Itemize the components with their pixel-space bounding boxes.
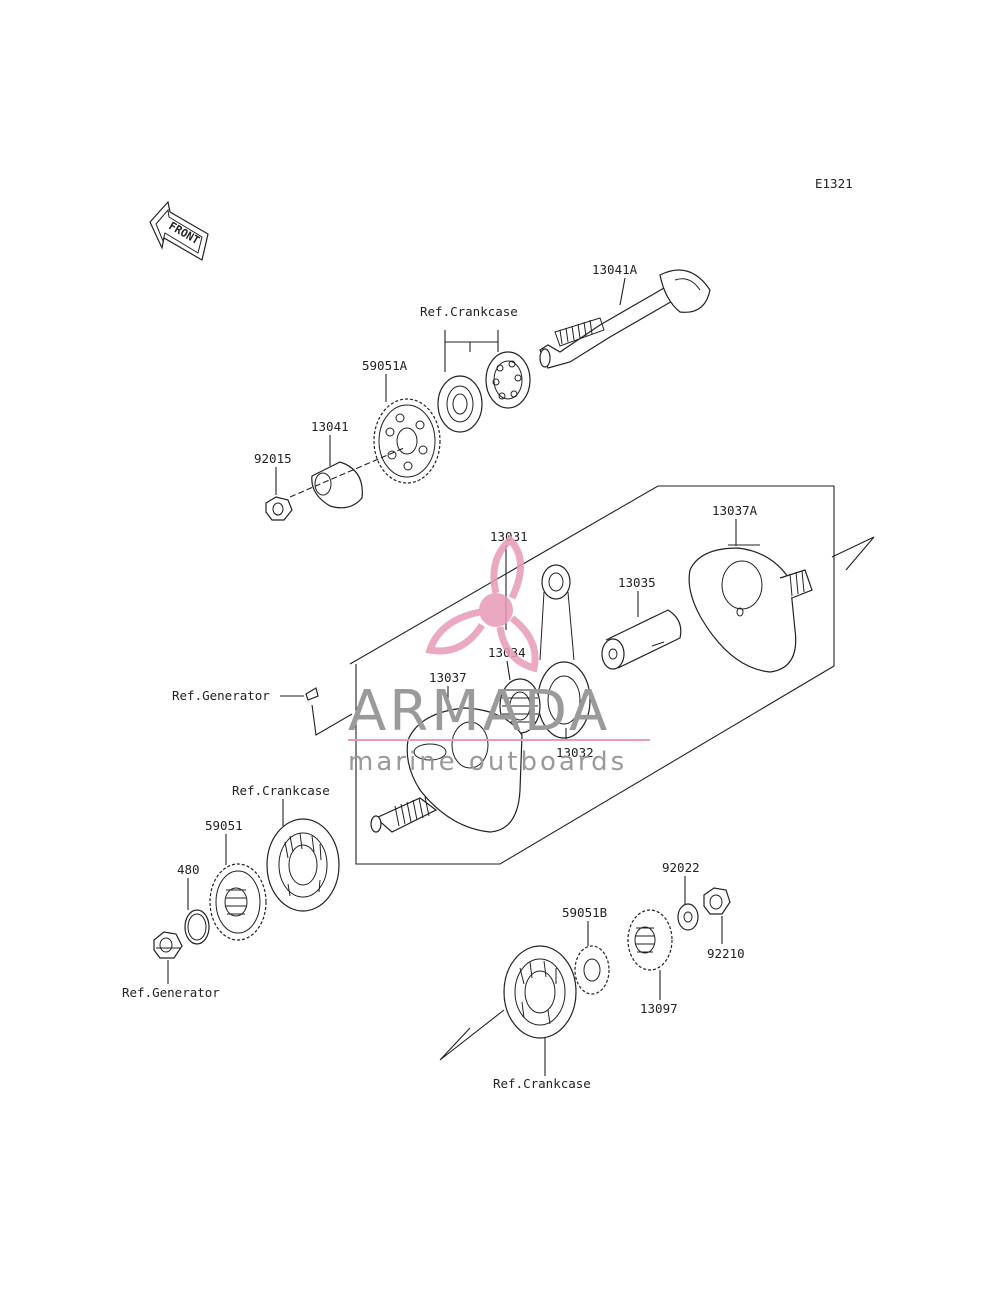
crank-pin-13035: [601, 609, 682, 670]
diagram-code: E1321: [815, 176, 853, 191]
connecting-rod-13031: [537, 564, 591, 739]
washer-92022: [677, 903, 699, 931]
gear-59051: [209, 863, 267, 941]
gear-59051B: [574, 945, 610, 995]
watermark-brand: ARMADA: [348, 679, 610, 744]
label-13037A: 13037A: [712, 503, 758, 518]
woodruff-key: [305, 687, 319, 701]
shaft-13041A: [539, 269, 711, 369]
label-13035: 13035: [618, 575, 656, 590]
watermark-tagline: marine outboards: [348, 747, 627, 777]
counterweight-13041: [311, 461, 363, 509]
front-arrow-icon: FRONT: [149, 200, 209, 261]
label-ref-generator-bottom: Ref.Generator: [122, 985, 220, 1000]
gear-59051A: [373, 398, 441, 484]
bearing-bottom: [503, 945, 577, 1039]
label-ref-crankcase-bottom: Ref.Crankcase: [493, 1076, 591, 1091]
label-92022: 92022: [662, 860, 700, 875]
label-59051B: 59051B: [562, 905, 607, 920]
label-92210: 92210: [707, 946, 745, 961]
label-59051A: 59051A: [362, 358, 408, 373]
label-13041A: 13041A: [592, 262, 638, 277]
label-59051: 59051: [205, 818, 243, 833]
label-ref-crankcase-top: Ref.Crankcase: [420, 304, 518, 319]
bearing-top-left: [437, 375, 483, 433]
label-13041: 13041: [311, 419, 349, 434]
label-ref-crankcase-mid: Ref.Crankcase: [232, 783, 330, 798]
bearing-top-right: [485, 351, 531, 409]
label-ref-generator-mid: Ref.Generator: [172, 688, 270, 703]
label-92015: 92015: [254, 451, 292, 466]
bearing-mid: [266, 818, 340, 912]
label-13037: 13037: [429, 670, 467, 685]
nut-92210: [703, 887, 731, 915]
label-13032: 13032: [556, 745, 594, 760]
nut-generator: [153, 931, 183, 959]
label-13097: 13097: [640, 1001, 678, 1016]
nut-92015: [265, 496, 293, 521]
gear-13097: [627, 909, 673, 971]
label-480: 480: [177, 862, 200, 877]
circlip-480: [184, 909, 210, 945]
crank-half-13037A: [688, 544, 813, 673]
watermark-logo: [425, 535, 539, 673]
